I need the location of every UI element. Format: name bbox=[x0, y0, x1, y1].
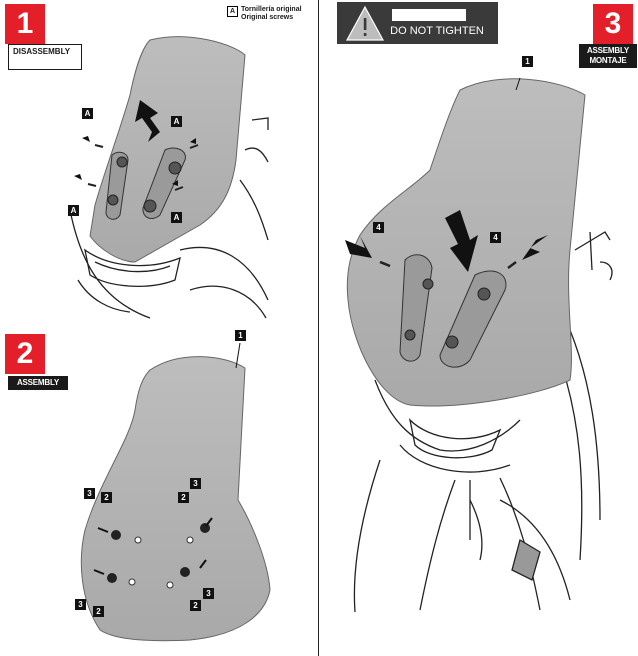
callout-a-3: A bbox=[68, 205, 79, 216]
part-1-tag-step3: 1 bbox=[522, 56, 533, 67]
step-3-label-line2: MONTAJE bbox=[589, 56, 627, 65]
step-1-label-text: DISASSEMBLY bbox=[13, 47, 71, 56]
warning-exclamation-dot bbox=[363, 33, 367, 36]
step-3-label: ASSEMBLY MONTAJE bbox=[579, 44, 637, 68]
panel1-windscreen bbox=[74, 36, 246, 263]
legend-original-screws: A Tornillería original Original screws bbox=[227, 6, 302, 22]
part-4-tag-left: 4 bbox=[373, 222, 384, 233]
part-1-tag: 1 bbox=[235, 330, 246, 341]
part-4-tag-right: 4 bbox=[490, 232, 501, 243]
panel3-windscreen bbox=[345, 77, 586, 407]
legend-line1: Tornillería original bbox=[241, 6, 302, 13]
part-3-tag-b: 3 bbox=[190, 478, 201, 489]
legend-letter: A bbox=[227, 6, 238, 17]
part-3-tag-c: 3 bbox=[75, 599, 86, 610]
part-2-tag-a: 2 bbox=[101, 492, 112, 503]
callout-a-2: A bbox=[171, 116, 182, 127]
warning-redaction-bar bbox=[392, 9, 466, 21]
callout-a-4: A bbox=[171, 212, 182, 223]
step-2-label: ASSEMBLY bbox=[8, 376, 68, 390]
callout-a-1: A bbox=[82, 108, 93, 119]
step-1-number: 1 bbox=[5, 4, 45, 44]
step-1-label: DISASSEMBLY bbox=[8, 44, 82, 70]
part-3-tag-a: 3 bbox=[84, 488, 95, 499]
legend-line2: Original screws bbox=[241, 14, 294, 21]
part-2-tag-d: 2 bbox=[190, 600, 201, 611]
panel-divider bbox=[318, 0, 319, 656]
step-3-label-line1: ASSEMBLY bbox=[586, 46, 630, 55]
panel1-scooter-drawing bbox=[69, 117, 269, 319]
part-2-tag-b: 2 bbox=[178, 492, 189, 503]
step-2-number: 2 bbox=[5, 334, 45, 374]
panel2-windscreen bbox=[80, 342, 271, 642]
warning-text: DO NOT TIGHTEN bbox=[390, 25, 484, 37]
warning-exclamation-bar bbox=[363, 18, 367, 30]
part-3-tag-d: 3 bbox=[203, 588, 214, 599]
step-3-number: 3 bbox=[593, 4, 633, 44]
part-2-tag-c: 2 bbox=[93, 606, 104, 617]
